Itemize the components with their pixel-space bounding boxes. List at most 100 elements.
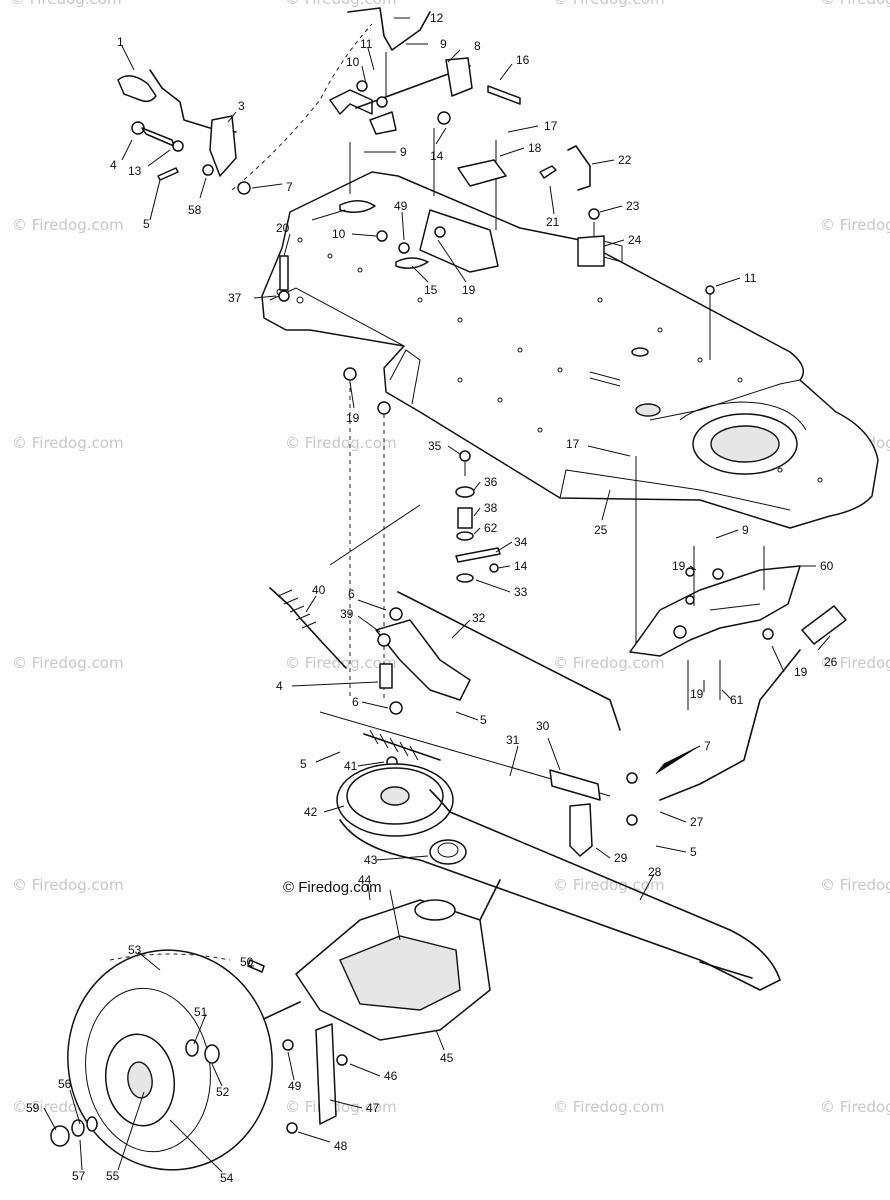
callout-number: 19	[672, 559, 686, 573]
callout-number: 19	[346, 411, 360, 425]
callout-number: 46	[384, 1069, 398, 1083]
callout-number: 32	[472, 611, 486, 625]
callout-number: 48	[334, 1139, 348, 1153]
callout-number: 59	[26, 1101, 40, 1115]
callout-number: 54	[220, 1171, 234, 1185]
pedal-bracket	[629, 546, 847, 801]
callout-number: 25	[594, 523, 608, 537]
callout-number: 14	[514, 559, 528, 573]
watermark-text: © Firedog.com	[285, 1098, 397, 1116]
linkage-assembly	[269, 587, 638, 857]
callout-number: 9	[440, 37, 447, 51]
callout-number: 60	[820, 559, 834, 573]
callout-number: 33	[514, 585, 528, 599]
callout-number: 36	[484, 475, 498, 489]
callout-number: 5	[690, 845, 697, 859]
watermark-text: © Firedog.com	[285, 434, 397, 452]
callout-number: 55	[106, 1169, 120, 1183]
callout-number: 1	[117, 35, 124, 49]
frame-fasteners	[278, 226, 715, 700]
callout-number: 62	[484, 521, 498, 535]
callout-number: 9	[400, 145, 407, 159]
callout-number: 38	[484, 501, 498, 515]
callout-number: 6	[352, 695, 359, 709]
callout-number: 49	[394, 199, 408, 213]
callout-number: 53	[128, 943, 142, 957]
callout-number: 40	[312, 583, 326, 597]
watermark-text: © Firedog.com	[553, 0, 665, 8]
rear-wheel	[50, 949, 273, 1171]
callout-number: 14	[430, 149, 444, 163]
callout-number: 52	[216, 1085, 230, 1099]
callout-number: 39	[340, 607, 354, 621]
callout-number: 56	[58, 1077, 72, 1091]
callout-number: 35	[428, 439, 442, 453]
callout-number: 11	[360, 37, 373, 51]
callout-number: 5	[143, 217, 150, 231]
watermark-text: © Firedog.com	[285, 0, 397, 8]
callout-number: 27	[690, 815, 704, 829]
callout-number: 37	[228, 291, 242, 305]
callout-number: 18	[528, 141, 542, 155]
watermark-text: © Firedog.com	[553, 876, 665, 894]
watermark-text: © Firedog.com	[820, 876, 890, 894]
callout-number: 19	[462, 283, 476, 297]
watermark-text: © Firedog.com	[553, 654, 665, 672]
callout-leaders	[43, 17, 831, 1173]
callout-number: 23	[626, 199, 640, 213]
callout-number: 42	[304, 805, 318, 819]
callout-number: 11	[744, 271, 757, 285]
frame-plate	[261, 171, 879, 529]
callout-number: 5	[480, 713, 487, 727]
callout-number: 44	[358, 873, 372, 887]
callout-number: 61	[730, 693, 744, 707]
watermark-text: © Firedog.com	[553, 1098, 665, 1116]
callout-number: 26	[824, 655, 838, 669]
callout-number: 7	[704, 739, 711, 753]
callout-number: 9	[742, 523, 749, 537]
transaxle	[239, 879, 501, 1134]
callout-labels: 1 12 9 11 8 10 16 3 4 13 5 58 7 14 17 9 …	[26, 11, 838, 1185]
pulley-belt-assembly	[336, 763, 781, 991]
callout-number: 45	[440, 1051, 454, 1065]
callout-number: 19	[794, 665, 808, 679]
callout-number: 12	[430, 11, 444, 25]
callout-number: 57	[72, 1169, 86, 1183]
callout-number: 8	[474, 39, 481, 53]
callout-number: 7	[286, 180, 293, 194]
brake-lever-assembly	[117, 23, 373, 195]
callout-number: 3	[238, 99, 245, 113]
callout-number: 4	[276, 679, 283, 693]
callout-number: 19	[690, 687, 704, 701]
callout-number: 24	[628, 233, 642, 247]
callout-number: 10	[332, 227, 346, 241]
watermark-text: © Firedog.com	[820, 1098, 890, 1116]
callout-number: 30	[536, 719, 550, 733]
callout-number: 4	[110, 158, 117, 172]
callout-number: 31	[506, 733, 520, 747]
callout-number: 21	[546, 215, 560, 229]
callout-number: 34	[514, 535, 528, 549]
callout-number: 41	[344, 759, 358, 773]
brand-copyright-text: © Firedog.com	[283, 879, 382, 896]
callout-number: 50	[240, 955, 254, 969]
callout-number: 13	[128, 164, 142, 178]
watermark-text: © Firedog.com	[820, 0, 890, 8]
watermark-text: © Firedog.com	[12, 216, 124, 234]
callout-number: 51	[194, 1005, 208, 1019]
callout-number: 15	[424, 283, 438, 297]
callout-number: 58	[188, 203, 202, 217]
callout-number: 29	[614, 851, 628, 865]
callout-number: 5	[300, 757, 307, 771]
callout-number: 16	[516, 53, 530, 67]
shaft-assembly	[329, 7, 605, 267]
callout-number: 20	[276, 221, 290, 235]
mount-stack	[455, 450, 637, 650]
watermark-text: © Firedog.com	[12, 434, 124, 452]
watermark-text: © Firedog.com	[12, 876, 124, 894]
callout-number: 43	[364, 853, 378, 867]
callout-number: 10	[346, 55, 360, 69]
callout-number: 49	[288, 1079, 302, 1093]
